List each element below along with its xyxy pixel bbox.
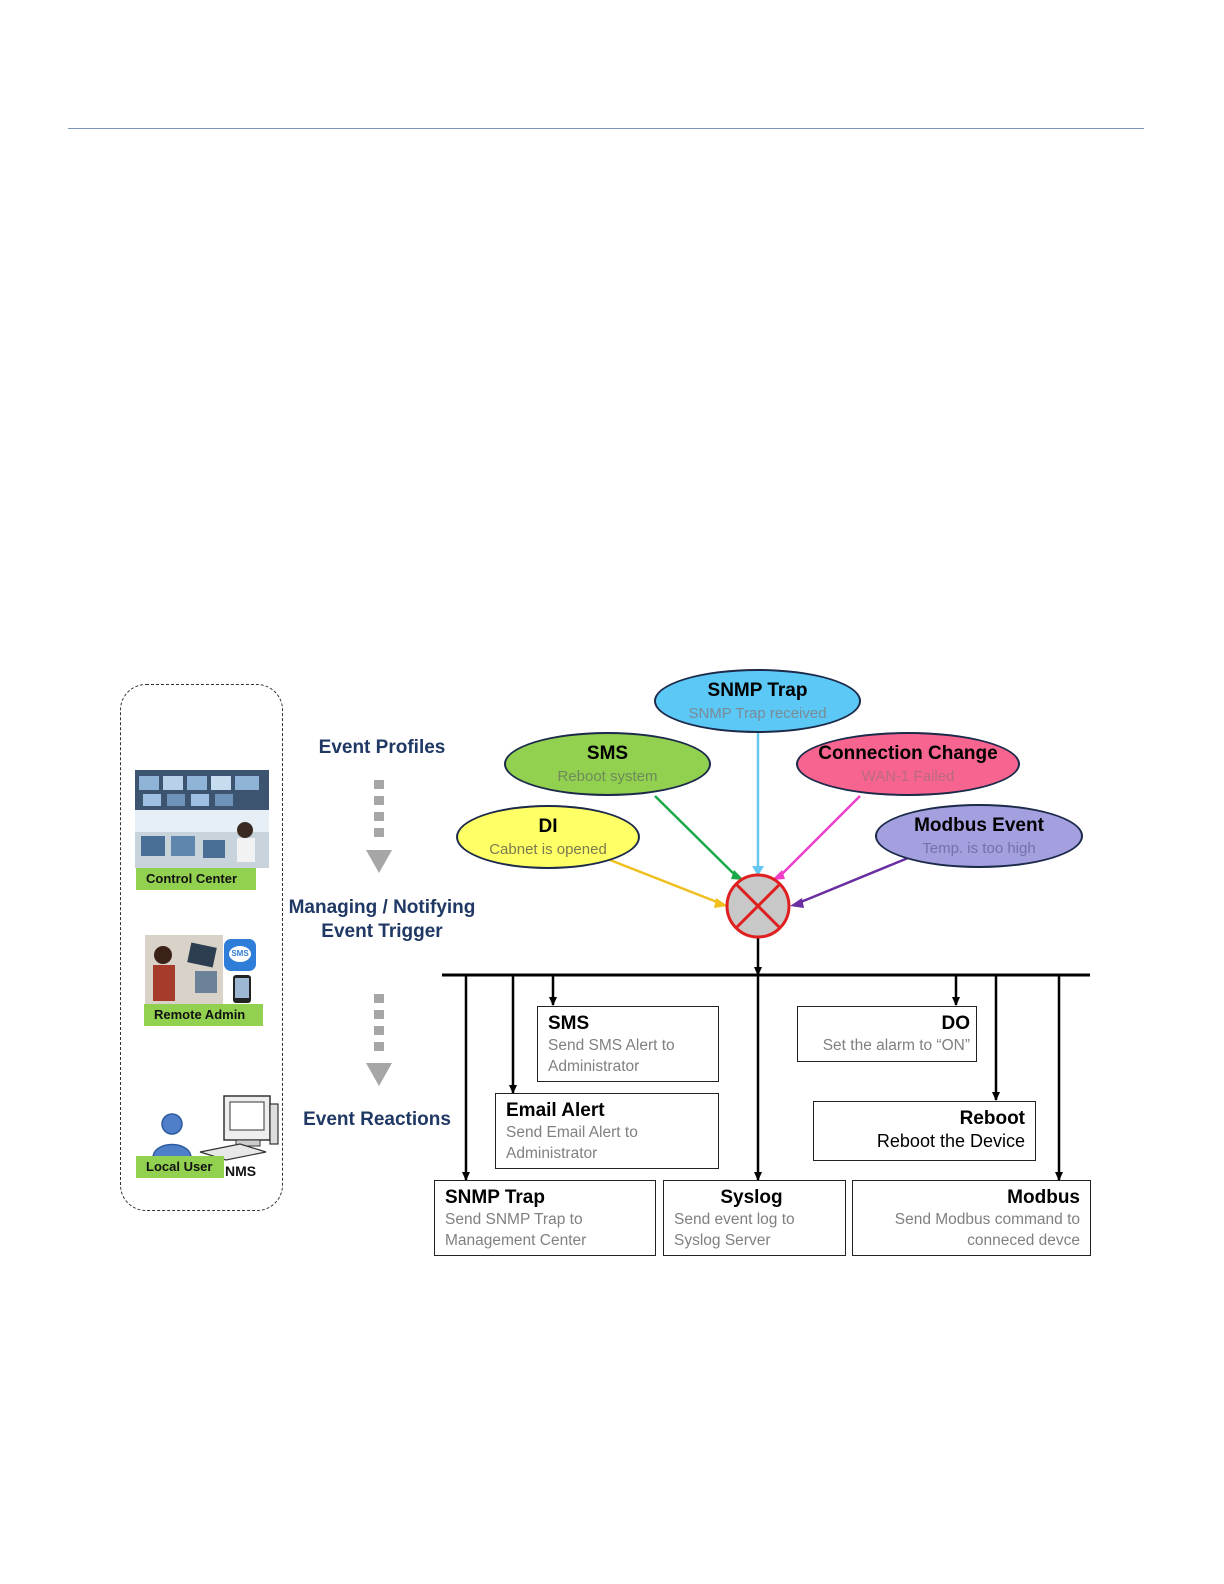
event-profile-subtitle: SNMP Trap received <box>688 705 827 722</box>
reaction-box-snmp-trap: SNMP Trap Send SNMP Trap to Management C… <box>434 1180 656 1256</box>
reaction-desc: conneced devce <box>967 1232 1080 1249</box>
reaction-title: Reboot <box>959 1108 1025 1129</box>
reaction-title: SNMP Trap <box>445 1187 545 1208</box>
arrow-modbus-to-trigger <box>795 856 909 906</box>
reaction-box-sms: SMS Send SMS Alert to Administrator <box>537 1006 719 1082</box>
event-profile-title: Connection Change <box>818 743 998 764</box>
remote-admin-image <box>145 935 251 1005</box>
stage-label-event-reactions: Event Reactions <box>303 1109 451 1130</box>
arrow-di-to-trigger <box>609 858 723 906</box>
event-profile-title: DI <box>538 816 558 837</box>
stage-label-managing-line1: Managing / Notifying <box>288 897 476 918</box>
reaction-box-modbus: Modbus Send Modbus command to conneced d… <box>852 1180 1091 1256</box>
arrow-conn-to-trigger <box>777 795 861 879</box>
event-profile-subtitle: WAN-1 Failed <box>861 768 955 785</box>
event-profile-subtitle: Reboot system <box>557 768 658 785</box>
sms-badge-icon: SMS <box>224 939 256 971</box>
actor-label-nms: NMS <box>225 1163 257 1179</box>
event-profile-di: DI Cabnet is opened <box>456 805 640 869</box>
arrowhead-conn <box>772 870 785 880</box>
arrowhead-sms <box>731 870 744 880</box>
reaction-desc: Send SMS Alert to <box>548 1037 675 1054</box>
event-profile-title: Modbus Event <box>914 815 1044 836</box>
reaction-desc: Set the alarm to “ON” <box>822 1037 970 1054</box>
flow-arrow-trigger-to-reactions <box>366 994 392 1086</box>
reaction-box-reboot: Reboot Reboot the Device <box>813 1101 1036 1161</box>
reaction-title: Syslog <box>720 1187 783 1208</box>
reaction-desc: Send event log to <box>674 1211 795 1228</box>
event-profile-sms: SMS Reboot system <box>504 732 711 796</box>
event-profile-connection-change: Connection Change WAN-1 Failed <box>796 732 1020 796</box>
event-profile-subtitle: Temp. is too high <box>922 840 1036 857</box>
reaction-desc: Management Center <box>445 1232 587 1249</box>
actor-label-remote-admin: Remote Admin <box>144 1004 263 1026</box>
arrowhead-di <box>714 898 728 908</box>
flow-arrow-profiles-to-trigger <box>366 780 392 873</box>
nms-computer-icon <box>199 1095 279 1161</box>
event-profile-modbus-event: Modbus Event Temp. is too high <box>875 804 1083 868</box>
reaction-desc: Send SNMP Trap to <box>445 1211 583 1228</box>
stage-label-managing: Managing / Notifying Event Trigger <box>280 896 484 944</box>
reaction-desc: Reboot the Device <box>876 1131 1025 1151</box>
actor-panel <box>120 684 283 1211</box>
stage-label-event-profiles: Event Profiles <box>318 737 446 758</box>
header-rule <box>68 128 1144 129</box>
local-user-icon <box>152 1113 192 1158</box>
reaction-box-email-alert: Email Alert Send Email Alert to Administ… <box>495 1093 719 1169</box>
arrowhead-modbus <box>790 898 804 908</box>
sms-badge-text: SMS <box>229 946 251 962</box>
reaction-title: DO <box>941 1013 971 1034</box>
reaction-title: Email Alert <box>506 1100 605 1121</box>
reaction-title: SMS <box>548 1013 590 1034</box>
arrowhead-snmp <box>752 866 764 876</box>
stage-label-managing-line2: Event Trigger <box>321 921 443 942</box>
reaction-desc: Administrator <box>506 1145 598 1162</box>
control-center-image <box>135 770 269 868</box>
event-trigger-symbol <box>725 873 791 939</box>
reaction-box-syslog: Syslog Send event log to Syslog Server <box>663 1180 846 1256</box>
reaction-desc: Administrator <box>548 1058 640 1075</box>
actor-label-control-center: Control Center <box>136 868 256 890</box>
reaction-desc: Send Email Alert to <box>506 1124 638 1141</box>
reaction-title: Modbus <box>1007 1187 1080 1208</box>
event-profile-snmp-trap: SNMP Trap SNMP Trap received <box>654 669 861 733</box>
reaction-desc: Send Modbus command to <box>894 1211 1080 1228</box>
event-profile-title: SMS <box>586 743 629 764</box>
reaction-box-do: DO Set the alarm to “ON” <box>797 1006 977 1062</box>
arrow-sms-to-trigger <box>654 795 739 879</box>
event-profile-title: SNMP Trap <box>707 680 808 701</box>
actor-label-local-user: Local User <box>136 1156 224 1178</box>
reaction-desc: Syslog Server <box>674 1232 771 1249</box>
event-profile-subtitle: Cabnet is opened <box>489 841 607 858</box>
